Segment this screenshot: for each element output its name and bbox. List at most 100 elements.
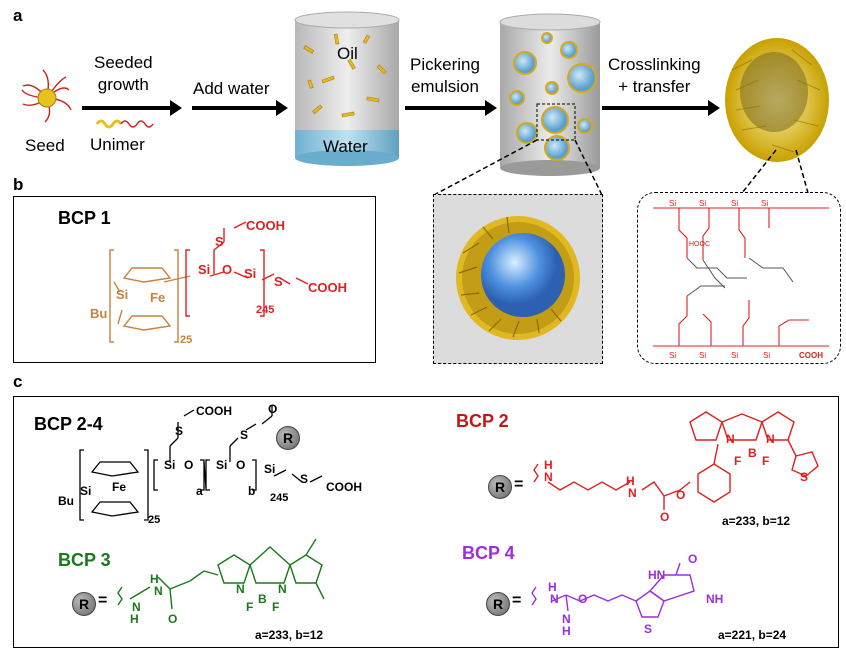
bcp3-n-2: N — [132, 600, 141, 614]
bcp1-title: BCP 1 — [58, 208, 111, 228]
bcp1-box — [13, 196, 376, 363]
arrow-1 — [82, 100, 182, 116]
panel-c-box — [13, 396, 839, 648]
bcp1-fe: Fe — [150, 290, 166, 305]
bcp24-fe: Fe — [112, 480, 127, 494]
bcp4-n-1: N — [550, 592, 559, 606]
bcp2-b: B — [748, 446, 757, 460]
bcp1-n245: 245 — [256, 304, 275, 316]
bcp4-r-ball: R — [486, 592, 510, 616]
bcp3-h-2: H — [130, 612, 139, 626]
bcp24-s-1: S — [175, 424, 184, 438]
step-seeded-growth: Seeded growth — [94, 53, 153, 94]
bcp1-si-1: Si — [116, 287, 129, 302]
bcp4-h-1: H — [548, 580, 557, 594]
bcp4-hn: HN — [648, 568, 666, 582]
svg-text:Si: Si — [699, 199, 706, 208]
bcp3-equals: = — [98, 592, 108, 609]
droplet-zoom-graphic — [456, 216, 580, 340]
bcp24-cooh-1: COOH — [196, 404, 232, 418]
bcp3-n-1: N — [154, 584, 163, 598]
bcp1-si-2: Si — [198, 262, 211, 277]
bcp24-si-4: Si — [264, 462, 276, 476]
bcp2-n-2: N — [628, 486, 637, 500]
bcp4-s: S — [644, 622, 653, 636]
bcp2-n-3: N — [726, 432, 735, 446]
bcp24-a: a — [196, 484, 203, 498]
bcp24-si-3: Si — [216, 458, 228, 472]
bcp1-n25: 25 — [180, 334, 193, 346]
bcp1-structure — [109, 221, 309, 343]
bcp24-structure — [79, 406, 323, 521]
bcp3-o: O — [168, 612, 178, 626]
bcp2-o-2: O — [676, 488, 686, 502]
panel-label-b: b — [13, 175, 24, 194]
bcp3-h-1: H — [150, 572, 159, 586]
bcp24-title: BCP 2-4 — [34, 414, 103, 434]
bcp24-si-1: Si — [80, 484, 92, 498]
bcp1-s-2: S — [274, 274, 283, 289]
svg-text:Si: Si — [731, 351, 738, 360]
bcp4-nh: NH — [706, 592, 724, 606]
svg-text:Si: Si — [669, 351, 676, 360]
colloidosome-graphic — [725, 38, 829, 162]
svg-text:Si: Si — [731, 199, 738, 208]
bcp24-s-3: S — [300, 472, 309, 486]
step-add-water: Add water — [193, 79, 270, 98]
bcp1-o: O — [222, 262, 233, 277]
bcp1-si-3: Si — [244, 266, 257, 281]
oil-label: Oil — [337, 44, 358, 63]
panel-label-a: a — [13, 6, 23, 25]
bcp2-n-1: N — [544, 470, 553, 484]
bcp2-n-4: N — [766, 432, 775, 446]
seed-label: Seed — [25, 136, 65, 155]
bcp3-f-2: F — [272, 600, 280, 614]
bcp1-cooh-1: COOH — [246, 218, 285, 233]
crosslink-cooh: COOH — [799, 351, 823, 360]
bcp3-substituent — [117, 538, 325, 610]
bcp24-o-2: O — [236, 458, 246, 472]
bcp2-ab: a=233, b=12 — [722, 514, 791, 528]
svg-text:Si: Si — [699, 351, 706, 360]
bcp24-si-2: Si — [164, 458, 176, 472]
bcp4-o-2: O — [688, 552, 698, 566]
bcp24-r-group: R — [276, 426, 300, 450]
emulsion-vial — [499, 13, 601, 176]
bcp1-s-1: S — [215, 234, 224, 249]
svg-text:Si: Si — [669, 199, 676, 208]
bcp4-title: BCP 4 — [462, 543, 515, 563]
bcp3-n-3: N — [236, 582, 245, 596]
oil-water-vial — [294, 11, 400, 166]
bcp4-ab: a=221, b=24 — [718, 628, 787, 642]
panel-label-c: c — [13, 372, 23, 391]
unimer-graphic — [95, 119, 154, 129]
step-crosslinking-transfer: Crosslinking + transfer — [608, 55, 701, 96]
bcp2-r-ball: R — [488, 475, 512, 499]
bcp24-n25: 25 — [148, 514, 161, 526]
bcp4-h-2: H — [562, 624, 571, 638]
bcp2-h-1: H — [544, 458, 553, 472]
bcp24-s-2: S — [240, 428, 249, 442]
bcp3-f-1: F — [246, 600, 254, 614]
arrow-3 — [405, 100, 497, 116]
bcp3-ab: a=233, b=12 — [255, 628, 324, 642]
bcp24-cooh-2: COOH — [326, 480, 362, 494]
water-label: Water — [323, 137, 368, 156]
bcp2-f-2: F — [762, 454, 770, 468]
bcp4-n-2: N — [562, 612, 571, 626]
arrow-4 — [602, 100, 720, 116]
bcp24-bu: Bu — [58, 494, 74, 508]
bcp3-n-4: N — [278, 582, 287, 596]
bcp3-title: BCP 3 — [58, 550, 111, 570]
bcp24-o-1: O — [184, 458, 194, 472]
bcp3-b: B — [258, 592, 267, 606]
bcp2-f-1: F — [734, 454, 742, 468]
bcp2-h-2: H — [626, 474, 635, 488]
bcp4-substituent — [531, 562, 695, 618]
bcp4-o-1: O — [578, 592, 588, 606]
bcp3-r-ball: R — [72, 592, 96, 616]
bcp24-o-3: O — [268, 402, 278, 416]
arrow-2 — [192, 100, 288, 116]
step-pickering-emulsion: Pickering emulsion — [410, 55, 480, 96]
